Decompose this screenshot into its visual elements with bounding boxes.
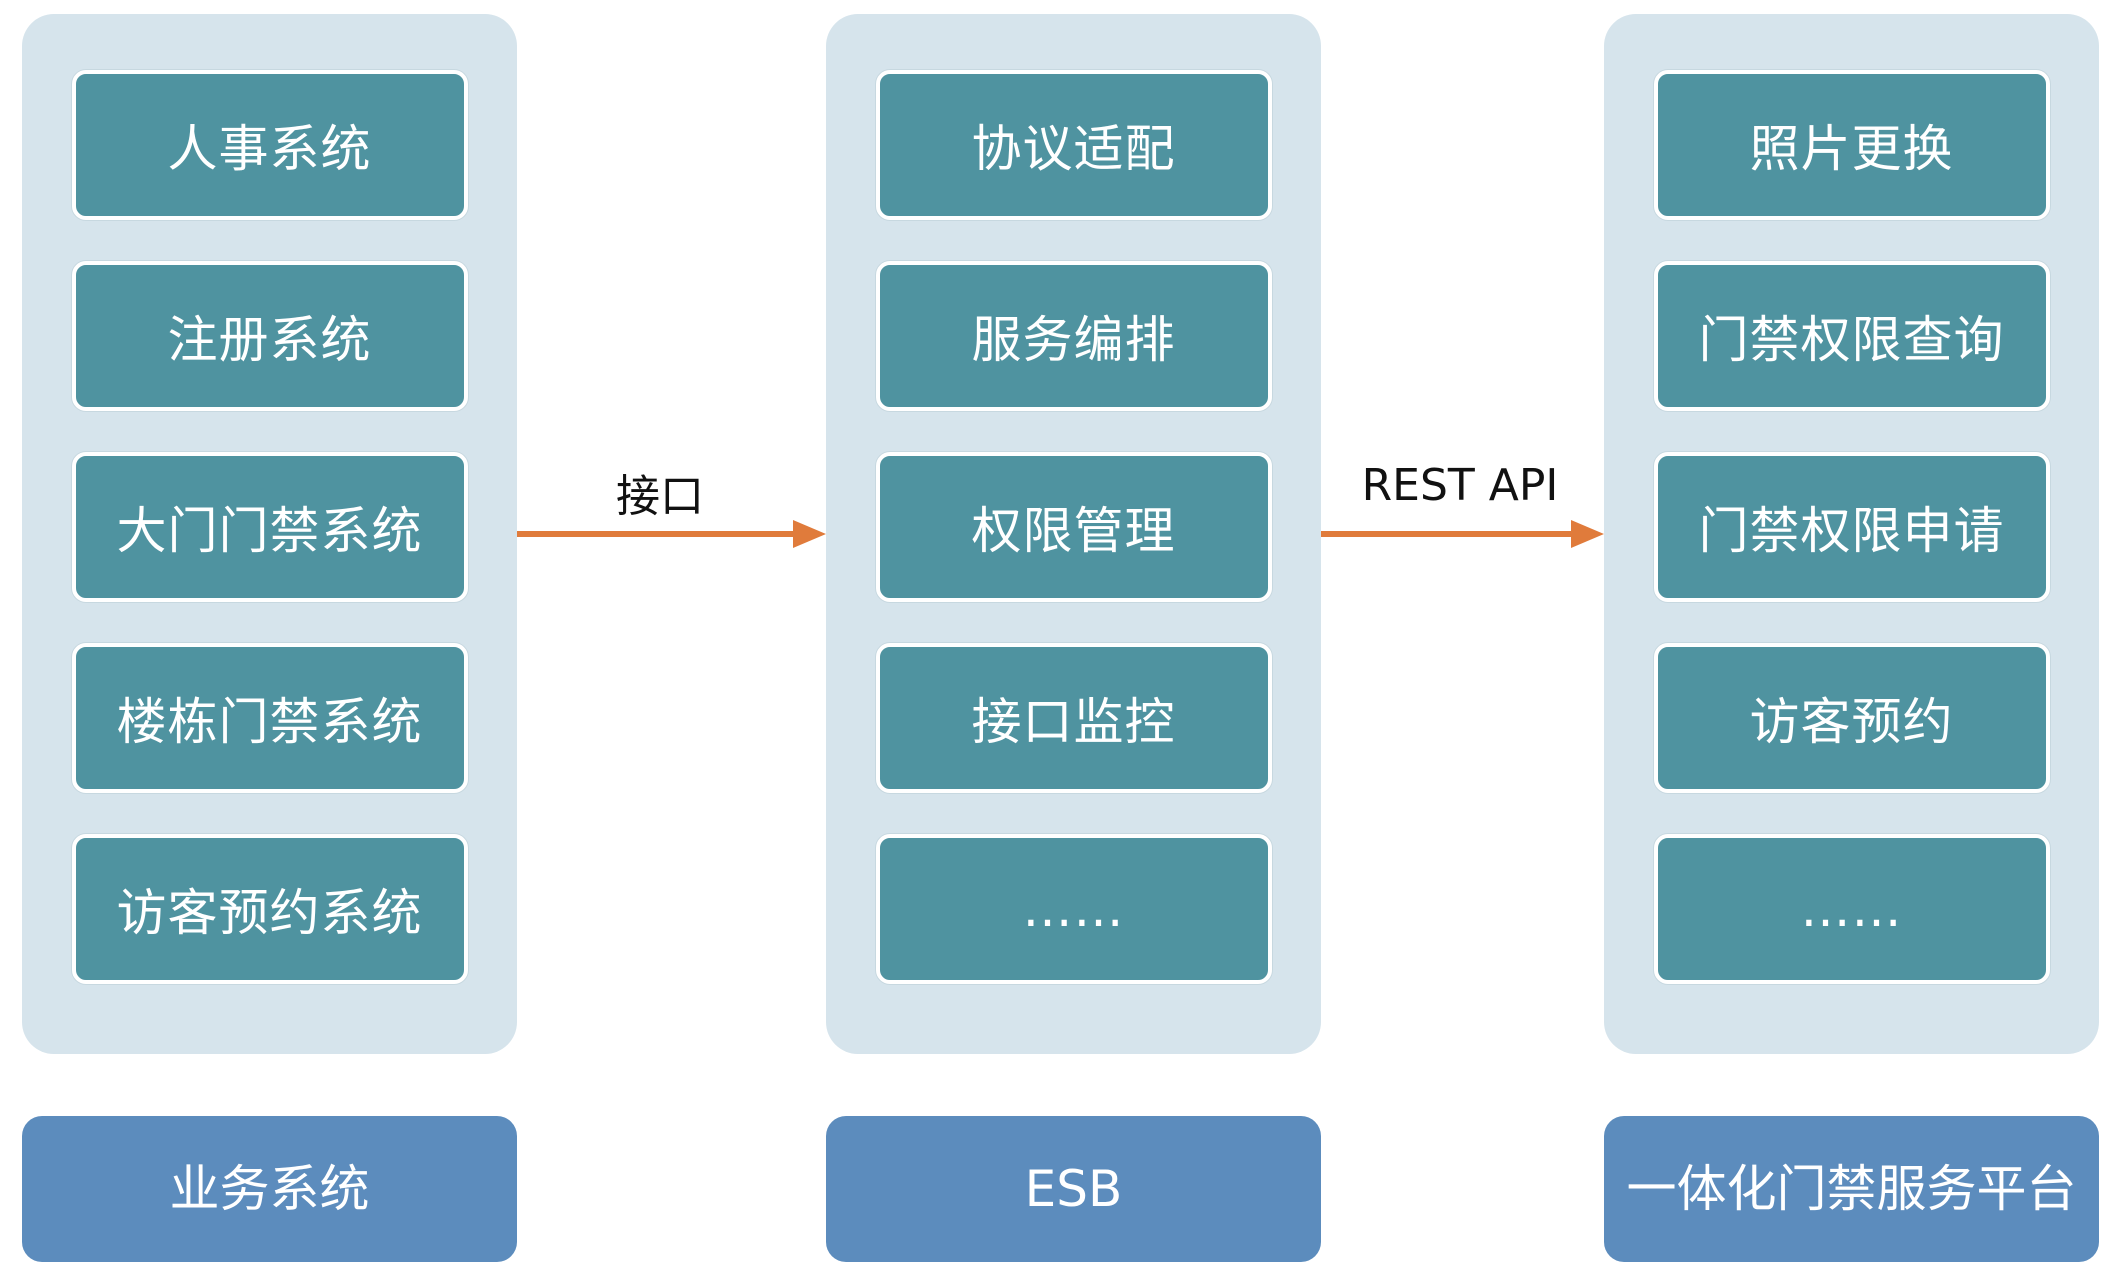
business-systems-column: 人事系统 注册系统 大门门禁系统 楼栋门禁系统 访客预约系统 bbox=[22, 14, 517, 1054]
column-item: 访客预约系统 bbox=[71, 834, 468, 984]
column-item: 照片更换 bbox=[1653, 70, 2050, 220]
column-footer-esb: ESB bbox=[826, 1116, 1321, 1262]
column-footer-platform: 一体化门禁服务平台 bbox=[1604, 1116, 2099, 1262]
arrow-right-icon bbox=[1321, 520, 1604, 548]
connector-label-interface: 接口 bbox=[616, 471, 704, 522]
column-item: 接口监控 bbox=[875, 643, 1272, 793]
esb-column: 协议适配 服务编排 权限管理 接口监控 …… bbox=[826, 14, 1321, 1054]
column-footer-business: 业务系统 bbox=[22, 1116, 517, 1262]
connector-label-rest-api: REST API bbox=[1361, 460, 1559, 511]
column-item: 大门门禁系统 bbox=[71, 452, 468, 602]
arrow-right-icon bbox=[517, 520, 826, 548]
column-item: 协议适配 bbox=[875, 70, 1272, 220]
column-item: 服务编排 bbox=[875, 261, 1272, 411]
column-item: 权限管理 bbox=[875, 452, 1272, 602]
platform-column: 照片更换 门禁权限查询 门禁权限申请 访客预约 …… bbox=[1604, 14, 2099, 1054]
column-item: 注册系统 bbox=[71, 261, 468, 411]
column-item: 门禁权限查询 bbox=[1653, 261, 2050, 411]
column-item: 访客预约 bbox=[1653, 643, 2050, 793]
column-item: 人事系统 bbox=[71, 70, 468, 220]
column-item: …… bbox=[1653, 834, 2050, 984]
column-item: 楼栋门禁系统 bbox=[71, 643, 468, 793]
column-item: …… bbox=[875, 834, 1272, 984]
column-item: 门禁权限申请 bbox=[1653, 452, 2050, 602]
